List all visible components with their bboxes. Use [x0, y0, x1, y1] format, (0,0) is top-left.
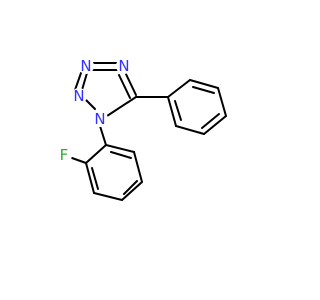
aryl-bond-5 — [133, 151, 143, 183]
bond-n2-c5 — [124, 71, 137, 96]
bonds — [71, 62, 227, 201]
bond-n4-aryl — [99, 125, 107, 146]
aryl-bond-1 — [85, 144, 107, 164]
aryl-bond-2 — [85, 162, 95, 194]
aryl-bond-6 — [105, 144, 135, 153]
structure-diagram: N N N N F — [56, 57, 227, 201]
phenyl-bond-4 — [203, 115, 227, 135]
phenyl-bond-1 — [167, 79, 191, 98]
bond-n4-n3 — [85, 99, 96, 110]
atom-n2: N — [116, 57, 132, 75]
bond-n2-c5-double — [118, 74, 131, 99]
phenyl-bond-5 — [175, 125, 205, 135]
phenyl-bond-2 — [189, 79, 219, 89]
bond-c5-n4 — [106, 96, 137, 117]
phenyl-bond-3 — [217, 87, 227, 117]
atom-n3-label: N — [73, 87, 84, 105]
aryl-inner-2 — [123, 180, 138, 195]
atom-n4: N — [92, 110, 108, 128]
atom-n4-label: N — [94, 110, 105, 128]
atom-f-label: F — [60, 146, 69, 164]
atom-n1: N — [78, 57, 94, 75]
phenyl-bond-6 — [167, 96, 177, 127]
aryl-bond-3 — [93, 192, 123, 201]
bond-c-f — [71, 157, 87, 164]
aryl-bond-4 — [121, 181, 143, 201]
phenyl-inner-2 — [201, 113, 220, 129]
atom-f: F — [56, 146, 72, 164]
atom-labels: N N N N F — [56, 57, 132, 164]
phenyl-inner-3 — [174, 100, 182, 121]
atom-n3: N — [71, 87, 87, 105]
phenyl-inner-1 — [192, 86, 215, 94]
aryl-inner-3 — [110, 151, 132, 159]
bond-n3-n1-double — [74, 72, 82, 91]
bond-n3-n1 — [81, 72, 88, 91]
atom-n2-label: N — [118, 57, 129, 75]
atom-n1-label: N — [80, 57, 91, 75]
aryl-inner-1 — [91, 167, 99, 190]
